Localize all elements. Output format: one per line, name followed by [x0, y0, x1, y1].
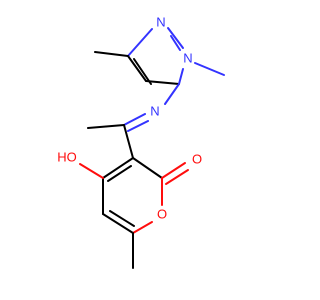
bond-c4-c5	[145, 80, 180, 85]
bond-n1-methyl	[194, 62, 225, 76]
atom-n-imine-label: N	[150, 103, 159, 118]
bond-c3-c4-double	[133, 58, 152, 85]
bond-n1-c5	[178, 68, 184, 85]
bond-c4-hydroxyl	[79, 163, 104, 179]
atom-hydroxyl-label: HO	[57, 149, 77, 164]
bond-nimine-cimine	[123, 113, 146, 126]
bond-n2-n1	[167, 27, 184, 49]
bond-cimine-c3	[123, 124, 134, 159]
atom-n2-label: N	[156, 14, 165, 29]
bond-c3-c2	[132, 157, 163, 179]
bond-c3-c4	[127, 55, 147, 82]
bond-c5-c6-double	[109, 210, 135, 227]
atom-carbonyl-o-label: O	[192, 151, 202, 166]
molecule-canvas: N N N HO O O	[57, 14, 225, 269]
bond-c3-methyl	[94, 51, 129, 57]
bond-c3-n2	[127, 28, 153, 57]
atom-ring-o-label: O	[157, 206, 167, 221]
atom-n1-label: N	[183, 50, 192, 65]
bond-nimine-cimine-double	[127, 120, 149, 132]
bond-cimine-methyl	[87, 124, 125, 129]
bond-c3-c4-double	[107, 165, 132, 182]
chemical-structure-diagram: N N N HO O O	[57, 14, 225, 269]
bond-n2-n1-double	[170, 35, 181, 51]
bond-c6-oring	[132, 221, 153, 234]
bond-c5-nimine	[164, 83, 180, 105]
bond-c3-c4	[102, 157, 134, 179]
bond-c5-c6	[102, 213, 134, 234]
bond-c2-ocarbonyl	[161, 162, 186, 179]
bond-c2-ocarbonyl-double	[165, 169, 189, 185]
